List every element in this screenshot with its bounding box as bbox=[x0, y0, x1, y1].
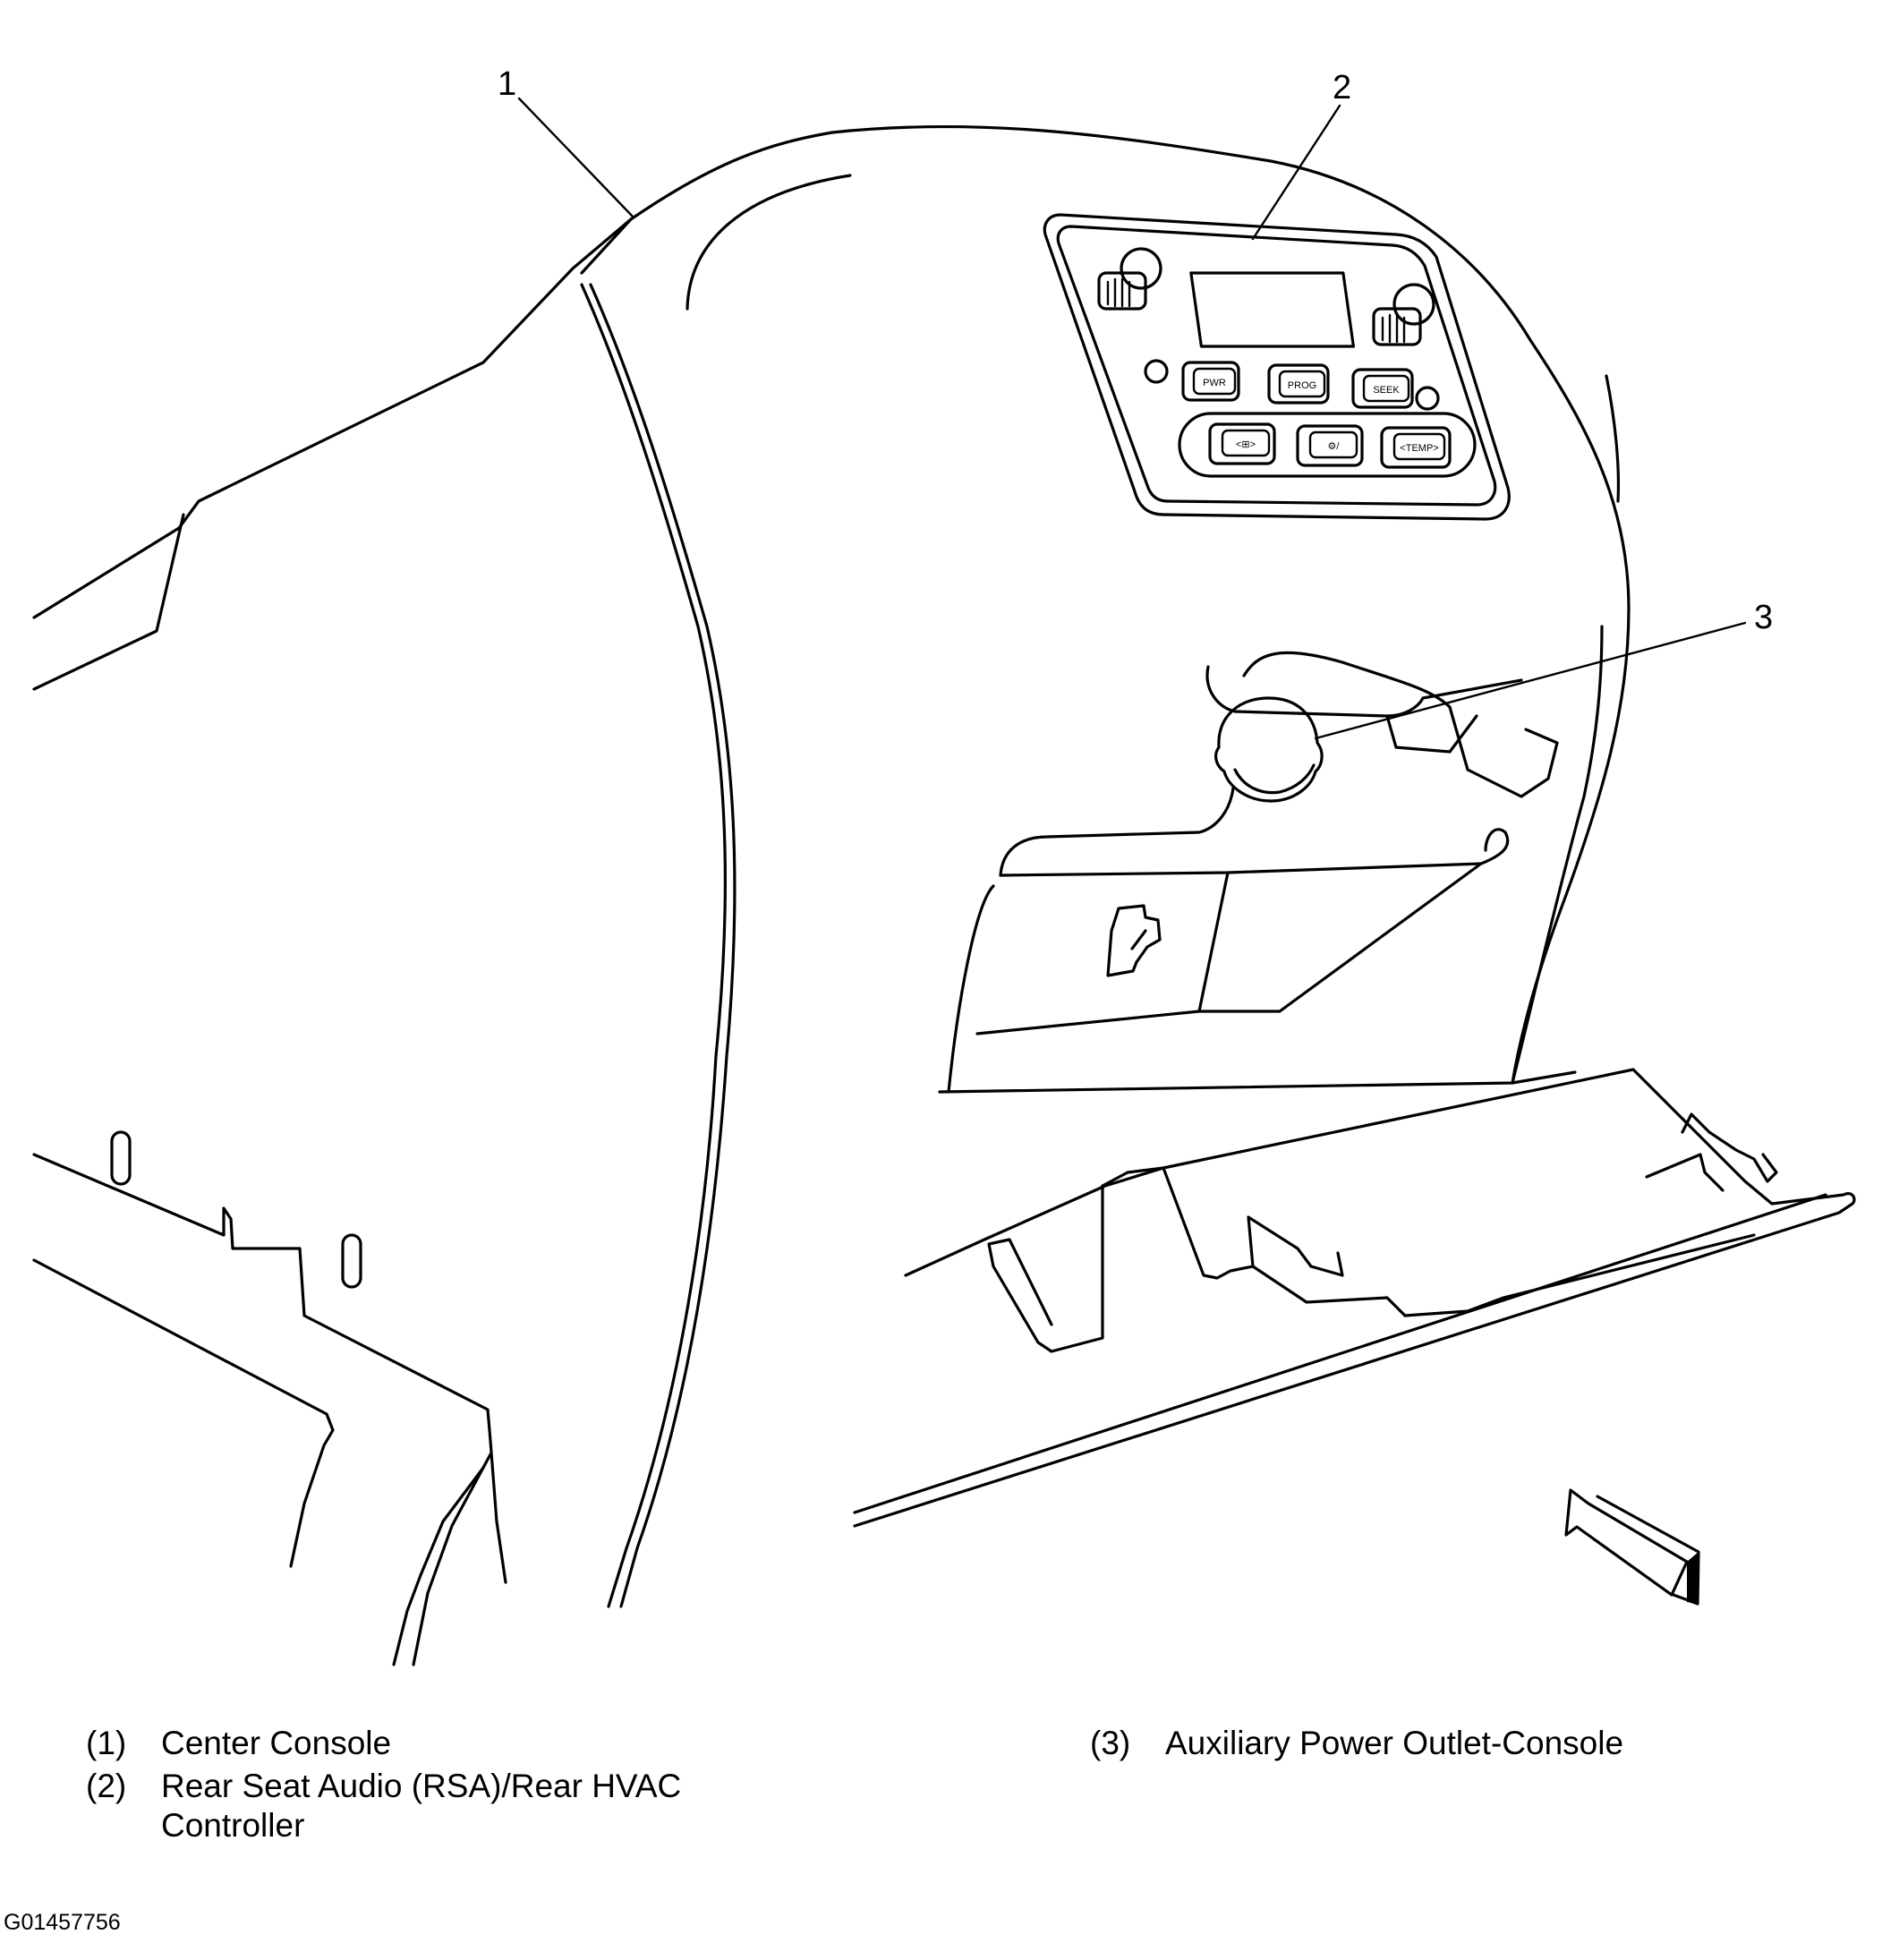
temp-button: <TEMP> bbox=[1380, 426, 1452, 469]
fan-button: ⚙/ bbox=[1296, 424, 1364, 467]
legend-item: (1) Center Console bbox=[86, 1724, 752, 1763]
pwr-button-label: PWR bbox=[1203, 378, 1226, 388]
view-direction-arrow bbox=[1564, 1488, 1700, 1606]
center-console-body bbox=[580, 124, 1631, 1608]
outlet-cap bbox=[1214, 696, 1324, 803]
legend-text: Auxiliary Power Outlet-Console bbox=[1165, 1725, 1624, 1761]
controller-display-window bbox=[1189, 271, 1356, 348]
callout-1-number: 1 bbox=[498, 65, 516, 103]
callout-2-number: 2 bbox=[1333, 69, 1351, 107]
left-indicator-hole bbox=[1144, 359, 1169, 384]
temp-button-label: <TEMP> bbox=[1400, 443, 1438, 454]
legend-right-column: (3) Auxiliary Power Outlet-Console bbox=[1090, 1724, 1845, 1763]
callout-1: 1 bbox=[498, 65, 635, 219]
legend-text: Center Console bbox=[161, 1725, 392, 1761]
pwr-button: PWR bbox=[1181, 361, 1240, 402]
mode-button-label: <⊞> bbox=[1236, 439, 1256, 450]
rsa-hvac-controller: PWR PROG SEEK <⊞> ⚙/ bbox=[1043, 213, 1511, 521]
panel-slot-right bbox=[341, 1233, 362, 1289]
legend-text: Rear Seat Audio (RSA)/Rear HVAC Controll… bbox=[161, 1768, 682, 1844]
console-latch bbox=[1106, 904, 1162, 977]
legend-number: (2) bbox=[86, 1768, 127, 1804]
auxiliary-power-outlet bbox=[975, 651, 1559, 1035]
right-knob bbox=[1372, 283, 1435, 346]
fan-button-label: ⚙/ bbox=[1328, 441, 1341, 452]
center-console-illustration: PWR PROG SEEK <⊞> ⚙/ bbox=[32, 65, 1856, 1666]
left-trim-panel bbox=[32, 217, 633, 1666]
callout-3: 3 bbox=[1314, 599, 1773, 740]
prog-button: PROG bbox=[1267, 363, 1330, 405]
legend-item: (2) Rear Seat Audio (RSA)/Rear HVAC Cont… bbox=[86, 1767, 752, 1845]
mode-button: <⊞> bbox=[1208, 422, 1276, 465]
storage-bin-lid bbox=[853, 1068, 1856, 1528]
seek-button: SEEK bbox=[1351, 368, 1414, 409]
legend-number: (1) bbox=[86, 1725, 127, 1761]
panel-slot-left bbox=[110, 1130, 132, 1186]
right-indicator-hole bbox=[1415, 386, 1440, 411]
controller-button-group-top: PWR PROG SEEK bbox=[1181, 361, 1414, 409]
prog-button-label: PROG bbox=[1288, 380, 1316, 391]
legend-number: (3) bbox=[1090, 1725, 1131, 1761]
legend-item: (3) Auxiliary Power Outlet-Console bbox=[1090, 1724, 1845, 1763]
callout-3-number: 3 bbox=[1754, 599, 1773, 636]
callout-2: 2 bbox=[1251, 69, 1351, 241]
figure-id: G01457756 bbox=[4, 1910, 121, 1935]
legend-left-column: (1) Center Console (2) Rear Seat Audio (… bbox=[86, 1724, 752, 1845]
left-knob bbox=[1097, 247, 1162, 311]
seek-button-label: SEEK bbox=[1373, 385, 1400, 396]
controller-button-group-bottom: <⊞> ⚙/ <TEMP> bbox=[1178, 412, 1477, 478]
